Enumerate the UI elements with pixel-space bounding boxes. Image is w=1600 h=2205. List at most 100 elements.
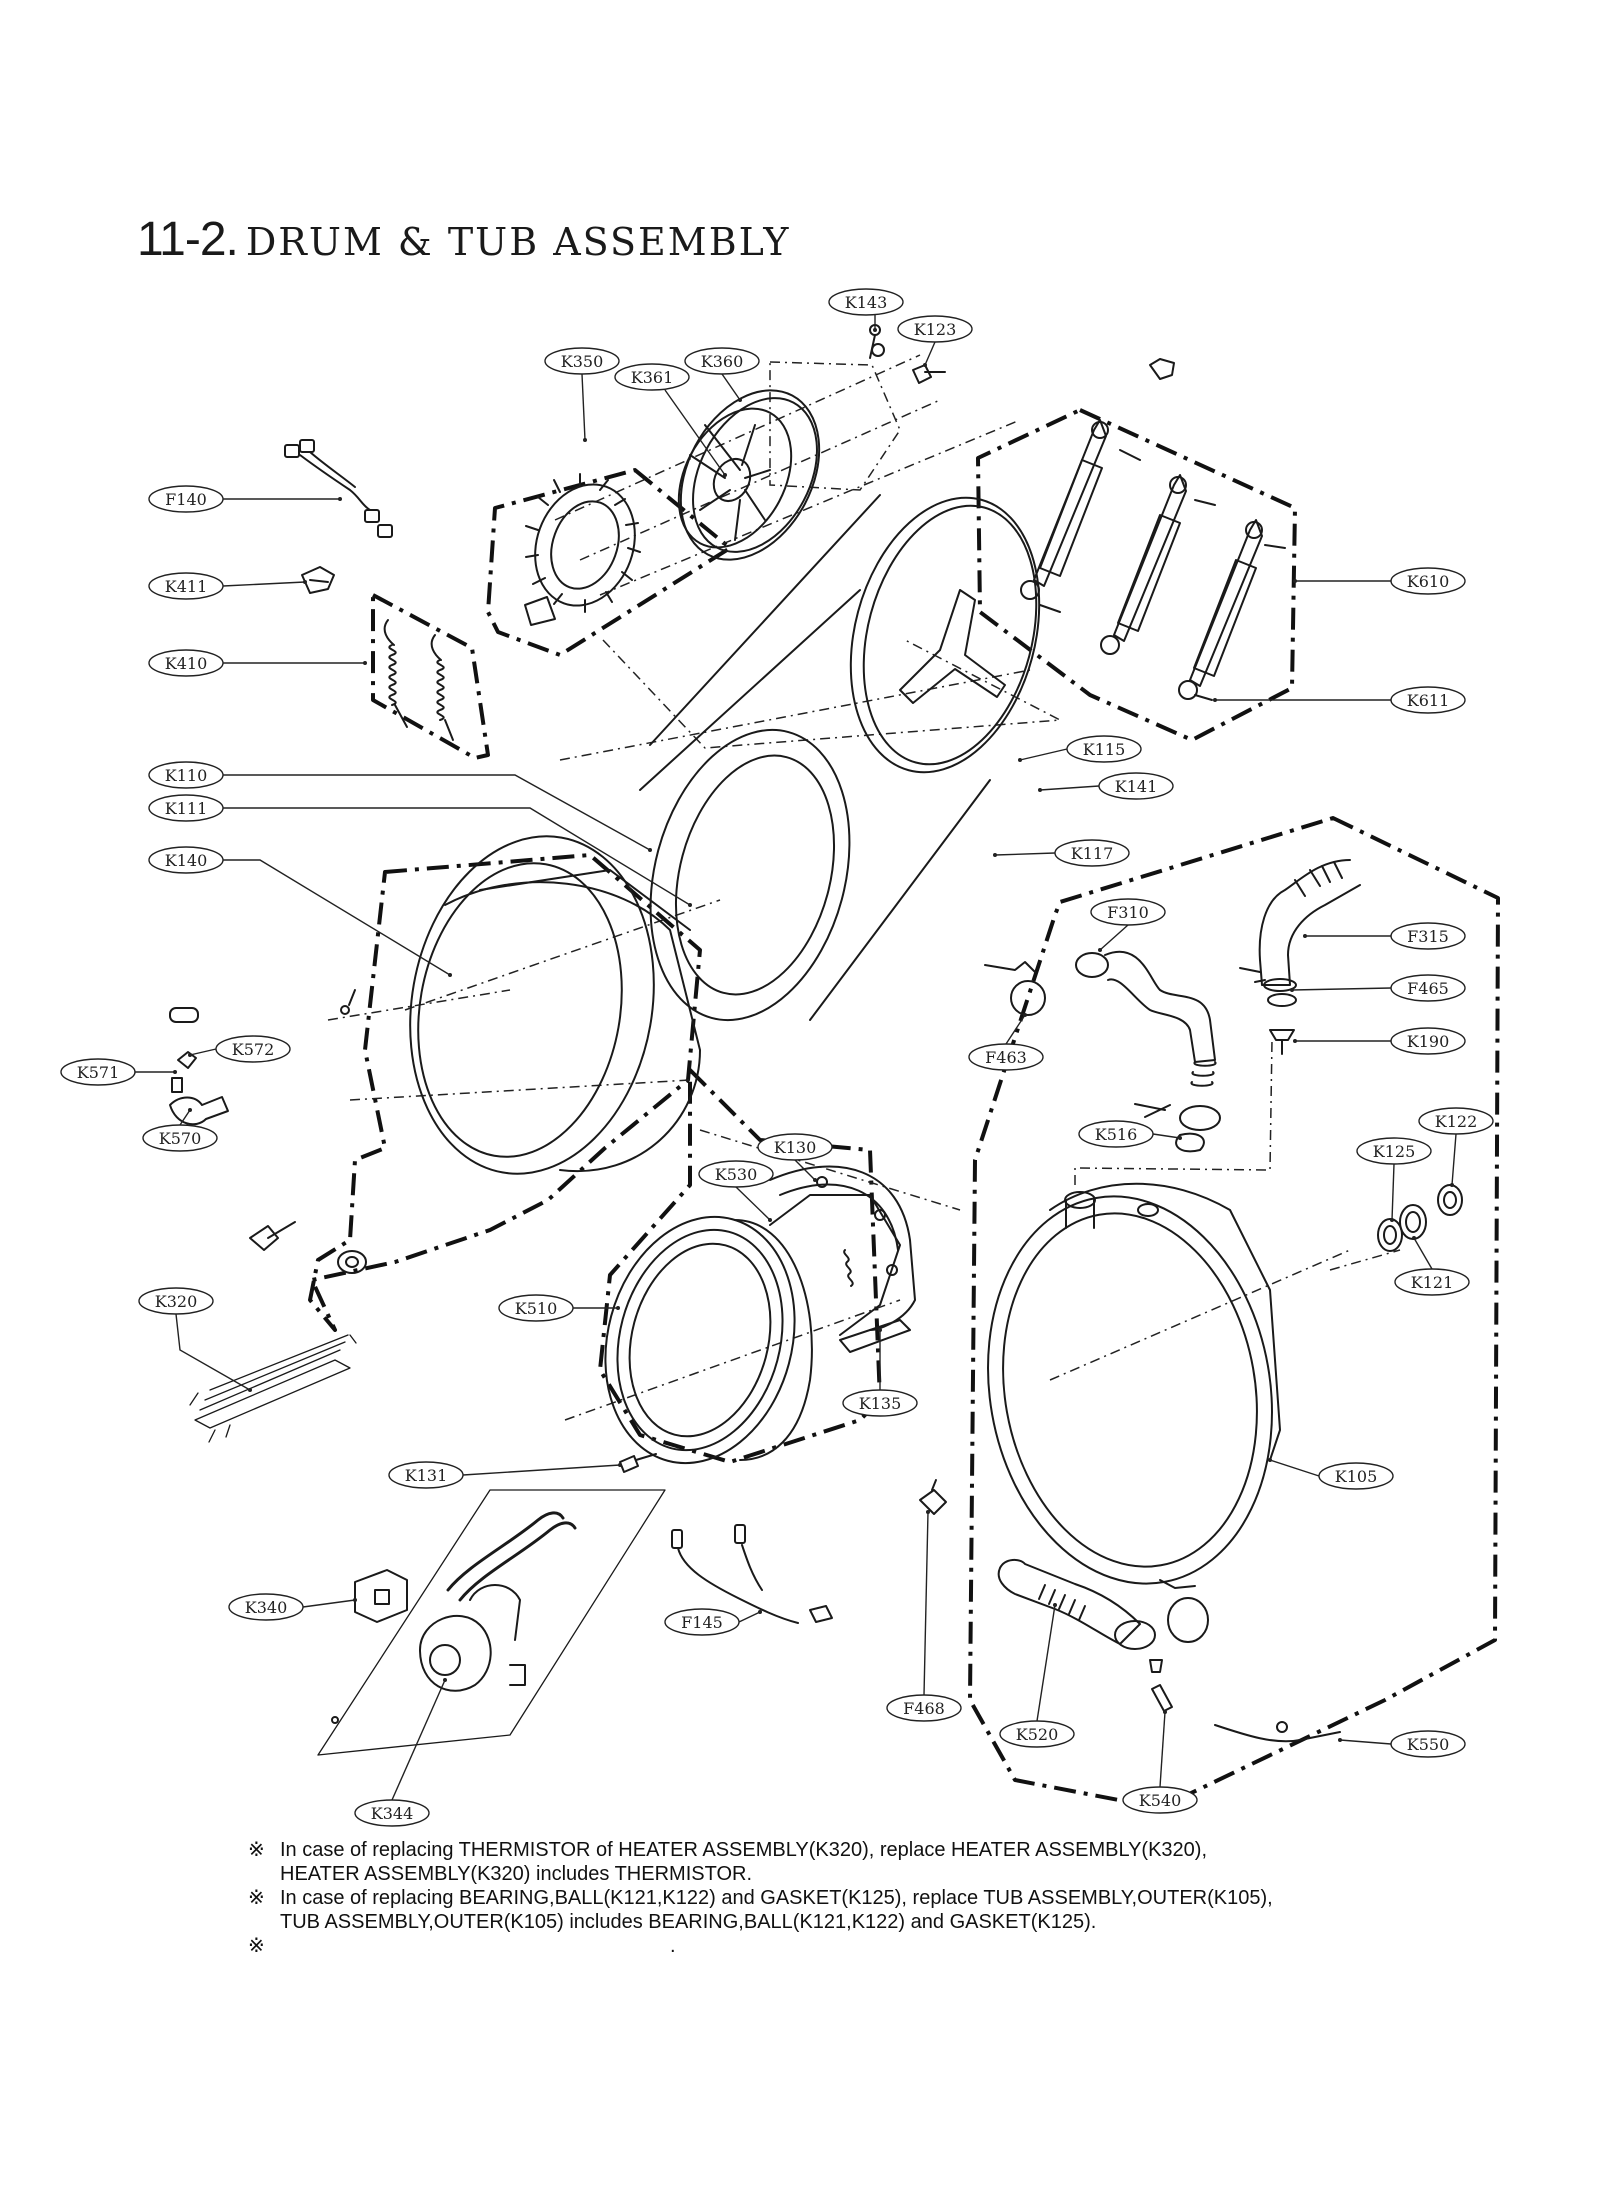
callout-oval [698,1160,774,1188]
ring-k130 [769,1165,916,1353]
leader-line-k530 [735,1186,771,1221]
leader-dot [1038,788,1042,792]
group-outline-springs [371,593,490,760]
leader-line-k122 [1451,1133,1457,1186]
callout-oval [1318,1462,1394,1490]
leader-line-k572 [189,1048,217,1056]
leader-line-k516 [1152,1133,1181,1139]
part-number-label: F310 [1107,903,1149,922]
part-number-label: K520 [1016,1725,1059,1744]
leader-line-k115 [1019,748,1068,761]
leader-line-k520 [1036,1604,1056,1722]
callout-oval [138,1287,214,1315]
callout-f310: F310 [1090,898,1166,926]
guide-line [699,1129,961,1211]
note-bearing: ※ In case of replacing BEARING,BALL(K121… [248,1886,1448,1934]
leader-line-k344 [391,1679,446,1801]
leader-line-k360 [721,373,741,401]
callout-k610: K610 [1390,567,1466,595]
callout-k550: K550 [1390,1730,1466,1758]
callout-oval [1390,922,1466,950]
callout-k131: K131 [388,1461,464,1489]
callout-oval [1122,1786,1198,1814]
note-line: HEATER ASSEMBLY(K320) includes THERMISTO… [280,1863,753,1885]
leader-line-k121 [1413,1237,1433,1270]
callout-k572: K572 [215,1035,291,1063]
wire-harness-f140 [284,439,393,538]
leader-dot [1338,1738,1342,1742]
part-number-label: K111 [165,799,208,818]
leader-line-k411 [222,581,306,587]
group-outline-dampers [976,408,1297,742]
guide-line [349,1079,691,1101]
callout-oval [215,1035,291,1063]
leader-line-k125 [1391,1163,1395,1221]
guide-line [1049,1249,1351,1381]
part-number-label: K140 [165,851,208,870]
tub-front-illustration [340,835,701,1175]
leader-line-f463 [1005,1014,1026,1045]
callout-oval [1390,974,1466,1002]
guide-line [564,1299,901,1421]
callout-k123: K123 [897,315,973,343]
callout-oval [1418,1107,1494,1135]
part-number-label: F315 [1407,927,1449,946]
callout-k530: K530 [698,1160,774,1188]
guide-line [599,419,1021,596]
leader-dot [1213,698,1217,702]
leader-line-k540 [1159,1711,1166,1788]
callout-k141: K141 [1098,772,1174,800]
drain-pump-k340 [317,1489,666,1756]
part-number-label: F465 [1407,979,1449,998]
leader-line-f465 [1291,987,1392,991]
part-number-label: K117 [1071,844,1114,863]
part-number-label: K411 [165,577,208,596]
callout-oval [828,288,904,316]
hose-fittings-k570 [169,1007,367,1274]
note-line: In case of replacing BEARING,BALL(K121,K… [280,1887,1273,1909]
callout-k516: K516 [1078,1120,1154,1148]
section-title: DRUM & TUB ASSEMBLY [245,220,791,264]
part-number-label: K540 [1139,1791,1182,1810]
leader-dot [873,328,877,332]
note-heater: ※ In case of replacing THERMISTOR of HEA… [248,1838,1448,1886]
callout-oval [757,1133,833,1161]
guide-line [559,669,1031,761]
leader-line-f145 [738,1611,761,1623]
part-number-label: K320 [155,1292,198,1311]
clip-k411 [301,566,335,594]
part-number-label: K131 [405,1466,448,1485]
part-number-label: K121 [1411,1273,1454,1292]
callout-k122: K122 [1418,1107,1494,1135]
clip-f468 [919,1479,947,1515]
part-number-label: K610 [1407,572,1450,591]
leader-dot [1178,1136,1182,1140]
callout-oval [148,846,224,874]
cap-f463 [984,961,1046,1016]
part-number-label: K143 [845,293,888,312]
callout-k360: K360 [684,347,760,375]
group-outline-tub-rear [968,816,1500,1810]
drum-illustration [639,494,1041,1022]
rotor-illustration [677,389,821,561]
leader-dot [1268,1458,1272,1462]
leader-dot [738,398,742,402]
callout-k320: K320 [138,1287,214,1315]
group-outline-rotor [486,468,732,657]
callout-oval [1078,1120,1154,1148]
part-number-label: K510 [515,1299,558,1318]
callout-k611: K611 [1390,686,1466,714]
callout-oval [148,649,224,677]
group-outline-gasket [598,1068,882,1464]
callout-k121: K121 [1394,1268,1470,1296]
part-number-label: K135 [859,1394,902,1413]
note-line: . [670,1935,676,1957]
leader-line-f310 [1099,924,1129,951]
callout-k410: K410 [148,649,224,677]
leader-dot [1293,579,1297,583]
callout-k350: K350 [544,347,620,375]
leader-dot [768,1218,772,1222]
callout-oval [664,1608,740,1636]
callout-f463: F463 [968,1043,1044,1071]
